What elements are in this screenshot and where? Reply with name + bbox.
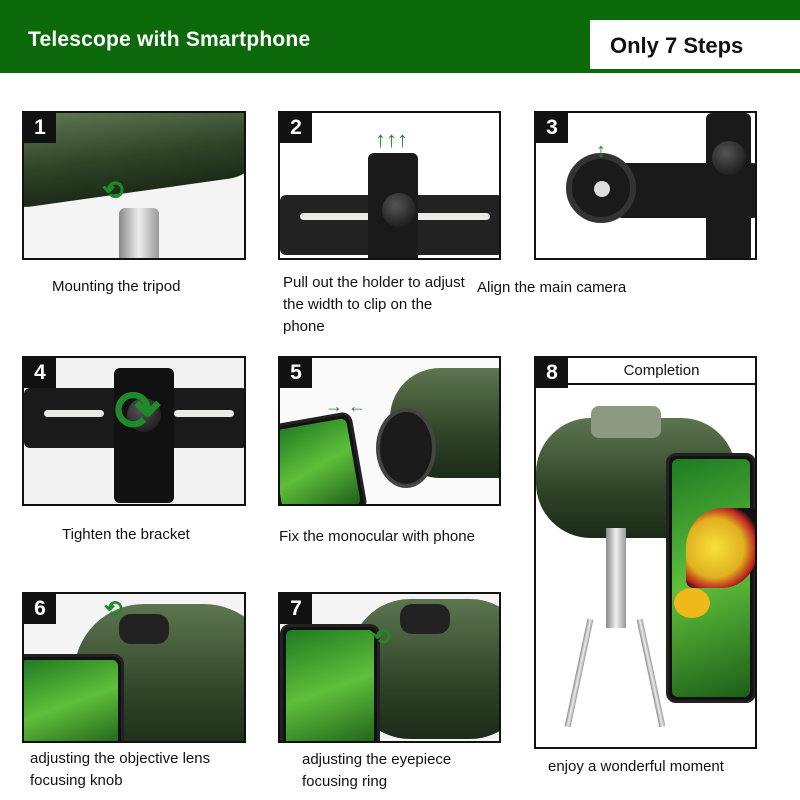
- caption-line: Align the main camera: [477, 279, 627, 296]
- caption-line: adjusting the eyepiece: [302, 751, 452, 768]
- caption-line: adjusting the objective lens: [30, 750, 211, 767]
- rotate-arrow-icon: ⟲: [102, 175, 124, 205]
- step-5-image: 5 → ←: [278, 356, 501, 506]
- step-7-image: 7 ⟲: [278, 592, 501, 743]
- step-number: 6: [24, 594, 56, 624]
- step-3-image: 3 ↕: [534, 111, 757, 260]
- caption-line: Fix the monocular with phone: [279, 528, 475, 545]
- caption-line: phone: [283, 318, 325, 335]
- caption-line: the width to clip on the: [283, 296, 433, 313]
- step-4-image: 4 ⟳: [22, 356, 246, 506]
- step-number: 5: [280, 358, 312, 388]
- step-number: 7: [280, 594, 312, 624]
- caption-line: Pull out the holder to adjust: [283, 274, 465, 291]
- step-1-caption: Mounting the tripod: [52, 276, 180, 298]
- step-number: 2: [280, 113, 312, 143]
- page-title: Telescope with Smartphone: [28, 28, 311, 51]
- steps-badge: Only 7 Steps: [590, 20, 800, 69]
- completion-heading: Completion: [568, 358, 755, 385]
- step-5-caption: Fix the monocular with phone: [279, 526, 475, 548]
- step-number: 3: [536, 113, 568, 143]
- rotate-arrow-icon: ⟲: [372, 624, 391, 649]
- step-6-caption: adjusting the objective lens focusing kn…: [30, 748, 210, 792]
- step-8-image: 8 Completion: [534, 356, 757, 749]
- header-banner: Telescope with Smartphone Only 7 Steps: [0, 0, 800, 73]
- step-7-caption: adjusting the eyepiece focusing ring: [302, 749, 451, 793]
- step-8-caption: enjoy a wonderful moment: [548, 756, 724, 778]
- step-1-image: 1 ⟲: [22, 111, 246, 260]
- caption-line: focusing knob: [30, 772, 123, 789]
- rotate-arrow-icon: ⟳: [114, 379, 161, 442]
- insert-arrows-icon: → ←: [325, 396, 367, 416]
- step-number: 1: [24, 113, 56, 143]
- flower-icon: [674, 588, 710, 618]
- step-2-image: 2 ↑↑↑: [278, 111, 501, 260]
- step-number: 8: [536, 358, 568, 388]
- caption-line: Tighten the bracket: [62, 526, 190, 543]
- step-6-image: 6 ⟲: [22, 592, 246, 743]
- step-number: 4: [24, 358, 56, 388]
- caption-line: focusing ring: [302, 773, 388, 790]
- caption-line: Mounting the tripod: [52, 278, 181, 295]
- up-arrows-icon: ↑↑↑: [375, 127, 408, 152]
- butterfly-icon: [686, 508, 755, 588]
- vertical-arrow-icon: ↕: [596, 140, 606, 162]
- step-4-caption: Tighten the bracket: [62, 524, 190, 546]
- caption-line: enjoy a wonderful moment: [548, 758, 724, 775]
- rotate-arrow-icon: ⟲: [104, 596, 123, 621]
- step-3-caption: Align the main camera: [477, 277, 626, 299]
- step-2-caption: Pull out the holder to adjust the width …: [283, 272, 465, 338]
